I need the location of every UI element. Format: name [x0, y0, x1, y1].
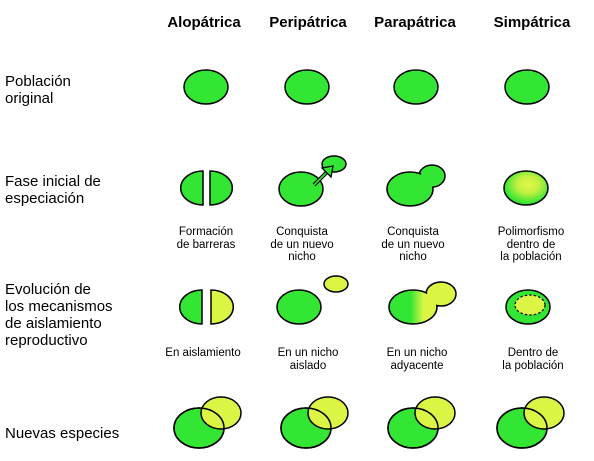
- row-label-poblacion-original: Población original: [5, 73, 71, 107]
- caption-nicho-adyacente: En un nicho adyacente: [386, 347, 448, 372]
- column-header-simpatrica: Simpátrica: [493, 14, 571, 31]
- adjacent-lobe-fill: [427, 285, 453, 305]
- species-overlap-outline: [496, 407, 548, 449]
- caption-en-aislamiento: En aislamiento: [165, 347, 241, 359]
- caption-nicho-aislado: En un nicho aislado: [277, 347, 339, 372]
- species-overlap-outline: [280, 407, 332, 449]
- polymorphic-population: [503, 170, 549, 206]
- population-ellipse-parapatrica: [393, 69, 439, 105]
- migration-arrowhead: [320, 165, 334, 179]
- column-header-alopatrica: Alopátrica: [167, 14, 241, 31]
- population-ellipse-simpatrica: [504, 69, 550, 105]
- row-label-fase-inicial: Fase inicial de especiación: [5, 173, 101, 207]
- subpopulation-dashed: [514, 294, 546, 316]
- caption-conquista-nicho-peripatrica: Conquista de un nuevo nicho: [270, 226, 334, 263]
- main-population: [276, 289, 322, 325]
- split-left-half: [179, 170, 204, 206]
- isolated-niche-population: [323, 275, 349, 293]
- main-population: [278, 171, 324, 207]
- isolated-right-half: [210, 289, 235, 325]
- population-ellipse-alopatrica: [183, 69, 229, 105]
- caption-polimorfismo: Polimorfismo dentro de la población: [497, 226, 565, 263]
- caption-conquista-nicho-parapatrica: Conquista de un nuevo nicho: [381, 226, 445, 263]
- adjacent-lobe-fill: [420, 167, 444, 187]
- species-b: [523, 396, 565, 430]
- split-right-half: [209, 170, 234, 206]
- species-overlap-outline: [387, 407, 439, 449]
- column-header-peripatrica: Peripátrica: [269, 14, 347, 31]
- species-overlap-outline: [173, 407, 225, 449]
- row-label-evolucion-mecanismos: Evolución de los mecanismos de aislamien…: [5, 281, 113, 349]
- row-label-nuevas-especies: Nuevas especies: [5, 425, 120, 442]
- isolated-left-half: [178, 289, 203, 325]
- population-ellipse-peripatrica: [284, 69, 330, 105]
- species-b: [414, 396, 456, 430]
- caption-dentro-poblacion: Dentro de la población: [502, 347, 564, 372]
- column-header-parapatrica: Parapátrica: [374, 14, 456, 31]
- species-b: [200, 396, 242, 430]
- caption-formacion-barreras: Formación de barreras: [176, 226, 236, 251]
- species-b: [307, 396, 349, 430]
- main-population: [388, 289, 438, 325]
